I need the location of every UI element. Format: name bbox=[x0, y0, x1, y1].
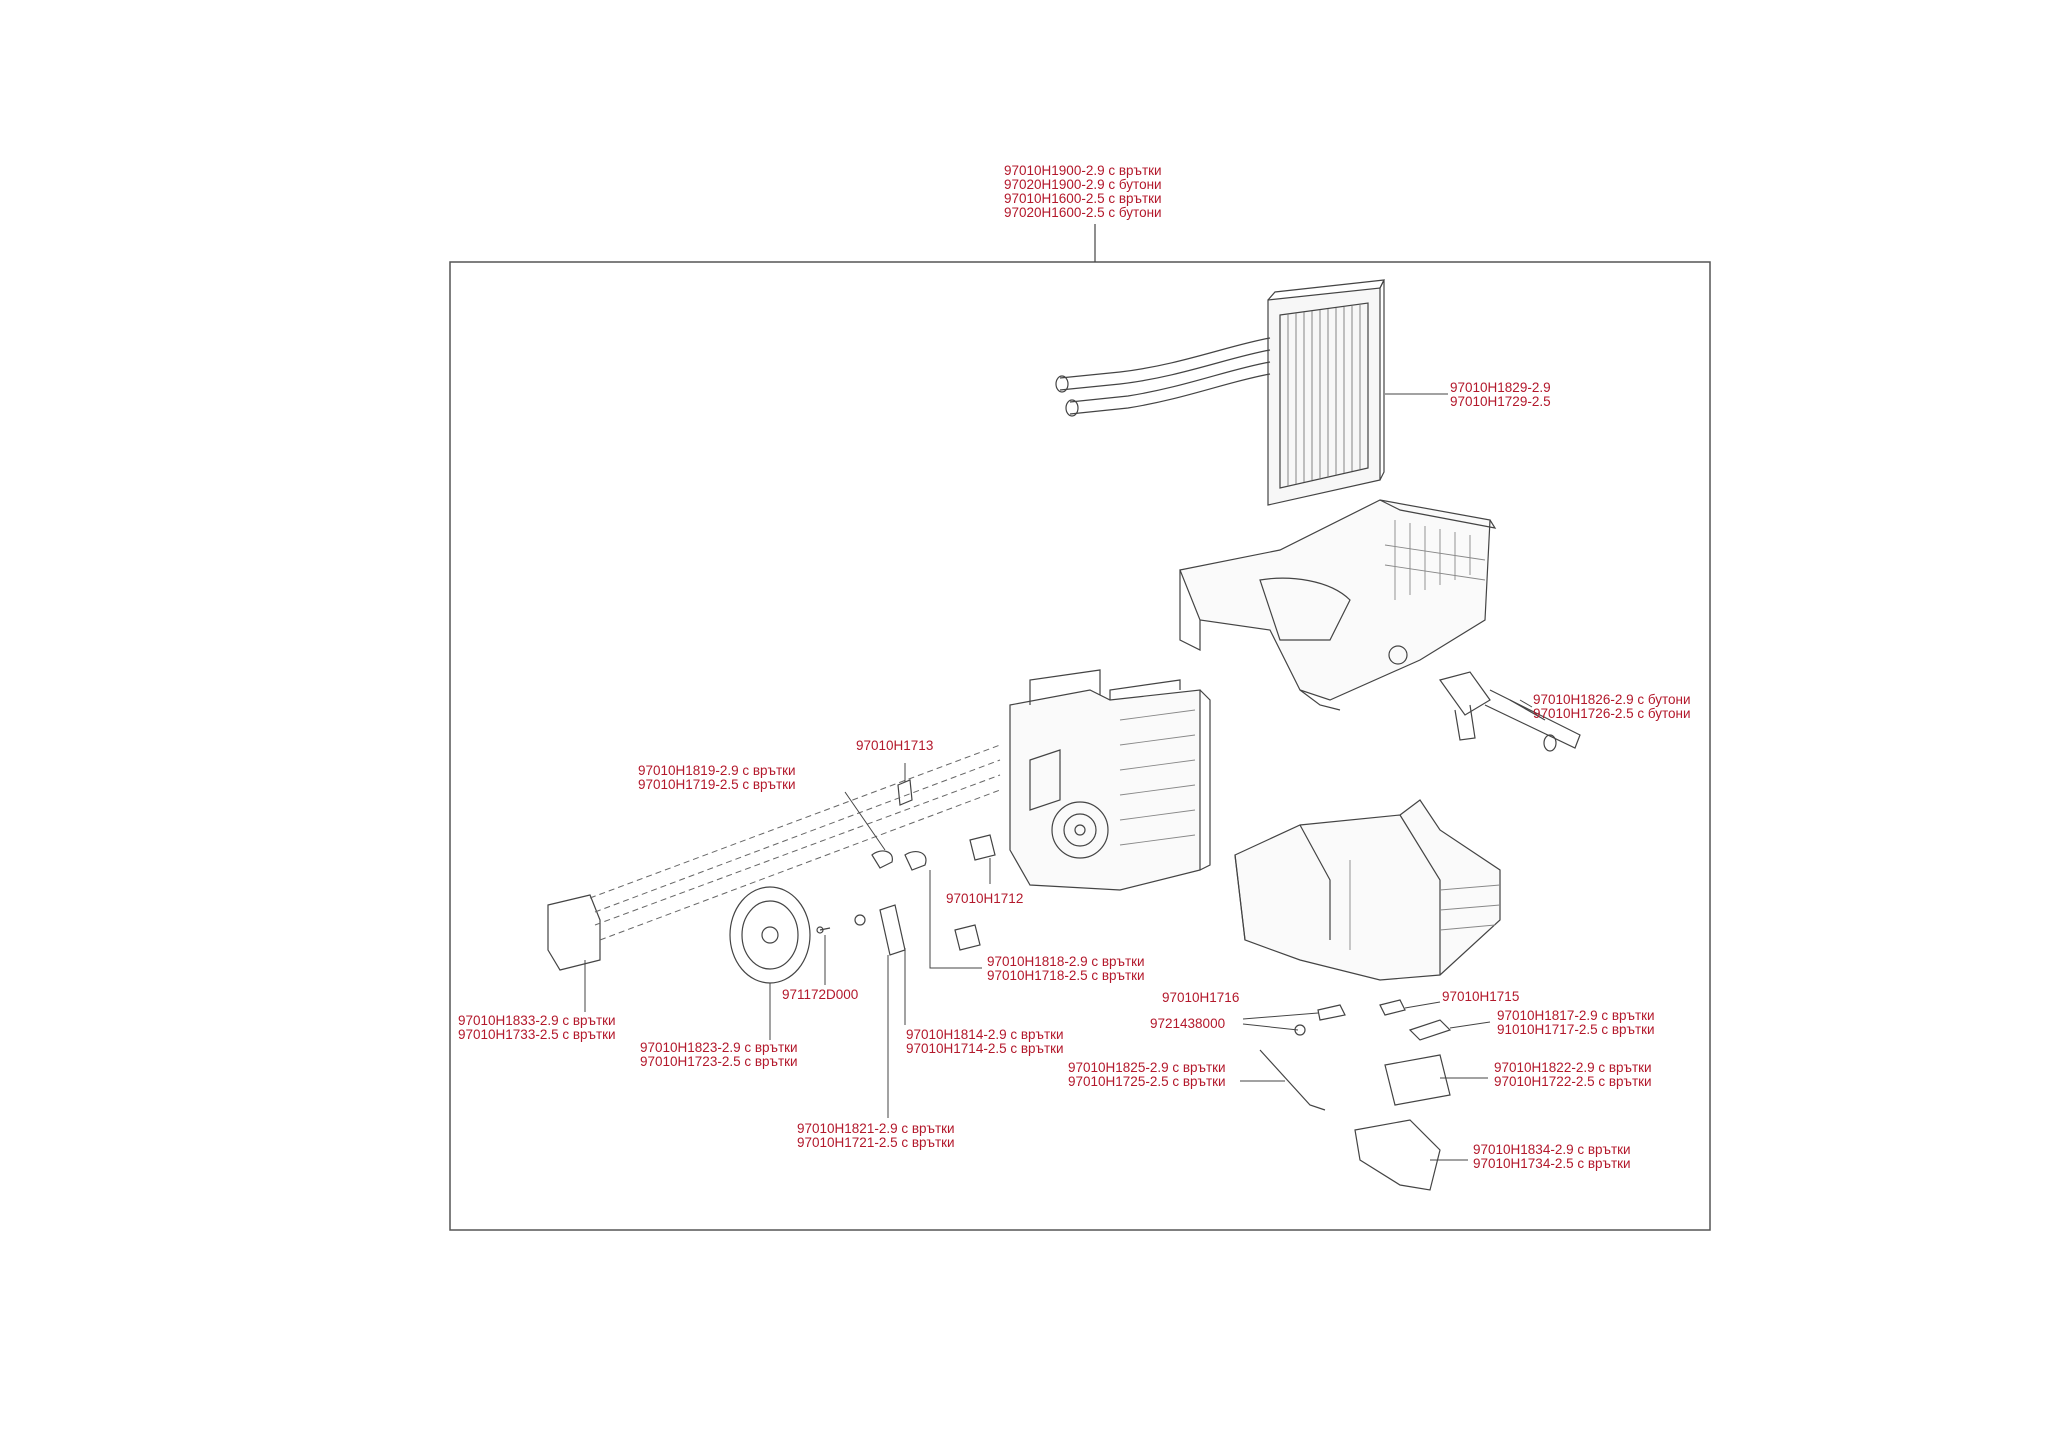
part-h1712-label: 97010H1712 bbox=[946, 892, 1023, 906]
label-line: 97010H1712 bbox=[946, 891, 1024, 906]
part-h1713-label: 97010H1713 bbox=[856, 739, 933, 753]
label-line: 97010H1733-2.5 с врътки bbox=[458, 1027, 616, 1042]
label-line: 97010H1825-2.9 с врътки bbox=[1068, 1060, 1226, 1075]
label-line: 97010H1714-2.5 с врътки bbox=[906, 1041, 1064, 1056]
actuator-h1833-label: 97010H1833-2.9 с врътки 97010H1733-2.5 с… bbox=[458, 1014, 616, 1042]
link-h1814-label: 97010H1814-2.9 с врътки 97010H1714-2.5 с… bbox=[906, 1028, 1064, 1056]
part-h1715-label: 97010H1715 bbox=[1442, 990, 1519, 1004]
screw-971172d000-label: 971172D000 bbox=[782, 988, 858, 1002]
title-line: 97020H1600-2.5 с бутони bbox=[1004, 205, 1162, 220]
diagram-frame bbox=[449, 261, 1711, 1231]
lower-housing bbox=[1234, 799, 1501, 981]
label-line: 91010H1717-2.5 с врътки bbox=[1497, 1022, 1655, 1037]
gear-h1823-label: 97010H1823-2.9 с врътки 97010H1723-2.5 с… bbox=[640, 1041, 798, 1069]
lever-h1817-label: 97010H1817-2.9 с врътки 91010H1717-2.5 с… bbox=[1497, 1009, 1655, 1037]
upper-housing bbox=[1179, 499, 1497, 711]
label-line: 97010H1819-2.9 с врътки bbox=[638, 763, 796, 778]
small-parts bbox=[547, 779, 1452, 1191]
label-line: 97010H1726-2.5 с бутони bbox=[1533, 706, 1691, 721]
label-line: 97010H1817-2.9 с врътки bbox=[1497, 1008, 1655, 1023]
label-line: 97010H1821-2.9 с врътки bbox=[797, 1121, 955, 1136]
label-line: 97010H1822-2.9 с врътки bbox=[1494, 1060, 1652, 1075]
rod-h1825-label: 97010H1825-2.9 с врътки 97010H1725-2.5 с… bbox=[1068, 1061, 1226, 1089]
label-line: 97010H1829-2.9 bbox=[1450, 380, 1551, 395]
heater-core bbox=[1055, 279, 1386, 506]
title-line: 97010H1900-2.9 с врътки bbox=[1004, 163, 1162, 178]
label-line: 9721438000 bbox=[1150, 1016, 1226, 1031]
label-line: 97010H1713 bbox=[856, 738, 934, 753]
leader-lines bbox=[584, 393, 1533, 1161]
title-line: 97010H1600-2.5 с врътки bbox=[1004, 191, 1162, 206]
pipe-assembly bbox=[1439, 671, 1581, 752]
label-line: 97010H1718-2.5 с врътки bbox=[987, 968, 1145, 983]
main-housing bbox=[1009, 669, 1211, 891]
explosion-lines bbox=[589, 744, 1001, 941]
plate-h1822-label: 97010H1822-2.9 с врътки 97010H1722-2.5 с… bbox=[1494, 1061, 1652, 1089]
label-line: 97010H1729-2.5 bbox=[1450, 394, 1551, 409]
lever-h1819-label: 97010H1819-2.9 с врътки 97010H1719-2.5 с… bbox=[638, 764, 796, 792]
label-line: 97010H1818-2.9 с врътки bbox=[987, 954, 1145, 969]
arm-h1818-label: 97010H1818-2.9 с врътки 97010H1718-2.5 с… bbox=[987, 955, 1145, 983]
title-part-numbers: 97010H1900-2.9 с врътки 97020H1900-2.9 с… bbox=[1004, 164, 1162, 220]
pipe-assembly-label: 97010H1826-2.9 с бутони 97010H1726-2.5 с… bbox=[1533, 693, 1691, 721]
label-line: 97010H1723-2.5 с врътки bbox=[640, 1054, 798, 1069]
label-line: 97010H1715 bbox=[1442, 989, 1520, 1004]
heater-core-label: 97010H1829-2.9 97010H1729-2.5 bbox=[1450, 381, 1551, 409]
label-line: 97010H1721-2.5 с врътки bbox=[797, 1135, 955, 1150]
label-line: 97010H1834-2.9 с врътки bbox=[1473, 1142, 1631, 1157]
actuator-h1834-label: 97010H1834-2.9 с врътки 97010H1734-2.5 с… bbox=[1473, 1143, 1631, 1171]
label-line: 97010H1826-2.9 с бутони bbox=[1533, 692, 1691, 707]
title-line: 97020H1900-2.9 с бутони bbox=[1004, 177, 1162, 192]
part-h1716-label: 97010H1716 bbox=[1162, 991, 1239, 1005]
label-line: 97010H1734-2.5 с врътки bbox=[1473, 1156, 1631, 1171]
label-line: 97010H1823-2.9 с врътки bbox=[640, 1040, 798, 1055]
label-line: 97010H1722-2.5 с врътки bbox=[1494, 1074, 1652, 1089]
label-line: 97010H1725-2.5 с врътки bbox=[1068, 1074, 1226, 1089]
link-h1821-label: 97010H1821-2.9 с врътки 97010H1721-2.5 с… bbox=[797, 1122, 955, 1150]
label-line: 97010H1719-2.5 с врътки bbox=[638, 777, 796, 792]
label-line: 971172D000 bbox=[782, 987, 859, 1002]
clip-9721438000-label: 9721438000 bbox=[1150, 1017, 1225, 1031]
label-line: 97010H1814-2.9 с врътки bbox=[906, 1027, 1064, 1042]
label-line: 97010H1716 bbox=[1162, 990, 1240, 1005]
label-line: 97010H1833-2.9 с врътки bbox=[458, 1013, 616, 1028]
